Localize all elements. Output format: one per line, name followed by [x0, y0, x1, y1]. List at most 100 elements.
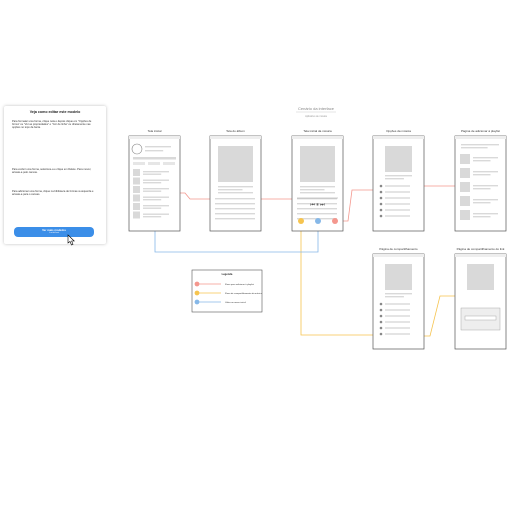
- screen-title: Opções da música: [386, 129, 411, 133]
- screen-album: Tela do álbum: [209, 129, 262, 232]
- menu-icon: [379, 196, 383, 200]
- text-placeholder: [473, 216, 491, 218]
- album-cover: [385, 146, 412, 172]
- text-placeholder: [473, 199, 498, 201]
- text-placeholder: [300, 186, 335, 188]
- text-placeholder: [473, 171, 498, 173]
- text-placeholder: [145, 150, 164, 152]
- text-placeholder: [473, 174, 491, 176]
- text-placeholder: [385, 175, 412, 177]
- track-row: [215, 218, 255, 220]
- track-row: [297, 198, 337, 200]
- flow-back-home: [154, 221, 319, 253]
- track-row: [215, 198, 255, 200]
- instructions-paragraph: Para formatar uma forma, clique nela e d…: [12, 120, 92, 130]
- menu-icon: [379, 314, 383, 318]
- screens-layer: Tela inicial Tela do álbum Tela inicial da…: [128, 129, 507, 350]
- text-placeholder: [461, 144, 499, 146]
- text-placeholder: [143, 205, 169, 207]
- track-row: [215, 203, 255, 205]
- share-hotspot: [298, 218, 304, 224]
- text-placeholder: [461, 147, 488, 149]
- album-cover: [218, 146, 253, 182]
- chip: [163, 162, 175, 165]
- text-placeholder: [473, 185, 498, 187]
- playlist-thumbnail: [460, 196, 470, 206]
- playlist-thumbnail: [460, 168, 470, 178]
- text-placeholder: [385, 296, 404, 298]
- menu-item: [385, 209, 410, 211]
- screen-player: Tela inicial da música ⏮ ⏸ ⏭: [291, 129, 344, 232]
- legend-label: Fluxo para adicionar à playlist: [225, 283, 254, 286]
- track-row: [297, 208, 337, 210]
- menu-item: [385, 303, 410, 305]
- playlist-thumbnail: [460, 154, 470, 164]
- menu-icon: [379, 302, 383, 306]
- instructions-paragraph: Para adicionar uma forma, clique na bibl…: [12, 190, 94, 197]
- screen-share1: Página de compartilhamento: [372, 247, 425, 350]
- text-placeholder: [143, 173, 162, 175]
- playback-controls-icon: ⏮ ⏸ ⏭: [310, 202, 325, 208]
- menu-item: [385, 327, 410, 329]
- legend-title: Legenda: [222, 272, 233, 276]
- text-placeholder: [385, 293, 412, 295]
- text-placeholder: [218, 186, 253, 188]
- legend-item-share: Fluxo de compartilhamento da música: [194, 290, 263, 296]
- screen-add-playlist: Página de adicionar à playlist: [454, 129, 507, 232]
- text-placeholder: [385, 178, 404, 180]
- text-placeholder: [473, 188, 491, 190]
- album-cover: [467, 264, 494, 290]
- text-placeholder: [218, 189, 243, 191]
- album-cover: [385, 264, 412, 290]
- status-bar: [455, 254, 506, 257]
- diagram-title: Cenário da interface: [298, 106, 335, 111]
- track-row: [215, 213, 255, 215]
- text-placeholder: [143, 196, 169, 198]
- menu-icon: [379, 320, 383, 324]
- text-placeholder: [143, 216, 162, 218]
- thumbnail: [133, 169, 140, 176]
- menu-icon: [379, 190, 383, 194]
- avatar-icon: [131, 143, 143, 155]
- chip: [148, 162, 160, 165]
- thumbnail: [133, 194, 140, 202]
- chip: [133, 162, 145, 165]
- menu-icon: [379, 202, 383, 206]
- instructions-panel: Veja como editar este modelo Para format…: [4, 106, 106, 246]
- more-templates-button[interactable]: Ver mais modelos Lucidchart: [14, 227, 94, 237]
- search-bar: [133, 157, 176, 160]
- diagram-subtitle: Aplicativo de música: [305, 115, 327, 118]
- album-cover: [300, 146, 335, 182]
- text-placeholder: [300, 192, 335, 194]
- pointer-cursor-icon: [67, 234, 75, 246]
- track-row: [297, 203, 337, 205]
- menu-item: [385, 191, 410, 193]
- thumbnail: [133, 186, 140, 193]
- screen-title: Tela inicial da música: [303, 129, 332, 133]
- screen-title: Tela inicial: [148, 129, 162, 133]
- thumbnail: [133, 177, 140, 185]
- status-bar: [373, 136, 424, 139]
- text-placeholder: [473, 202, 491, 204]
- menu-icon: [379, 326, 383, 330]
- text-placeholder: [143, 171, 169, 173]
- thumbnail: [133, 211, 140, 219]
- menu-item: [385, 321, 410, 323]
- instructions-paragraph: Para excluir uma forma, selecione-a e cl…: [12, 168, 92, 175]
- status-bar: [129, 136, 180, 139]
- screen-options: Opções da música: [372, 129, 425, 232]
- legend: Legenda Fluxo para adicionar à playlist …: [191, 269, 263, 313]
- track-row: [297, 213, 337, 215]
- instructions-title: Veja como editar este modelo: [29, 110, 81, 114]
- playlist-thumbnail: [460, 182, 470, 192]
- text-placeholder: [145, 146, 171, 148]
- text-placeholder: [218, 192, 253, 194]
- text-placeholder: [143, 182, 162, 184]
- options-hotspot: [332, 218, 338, 224]
- menu-icon: [379, 214, 383, 218]
- text-placeholder: [143, 190, 162, 192]
- menu-icon: [379, 308, 383, 312]
- thumbnail: [133, 203, 140, 210]
- text-placeholder: [473, 157, 498, 159]
